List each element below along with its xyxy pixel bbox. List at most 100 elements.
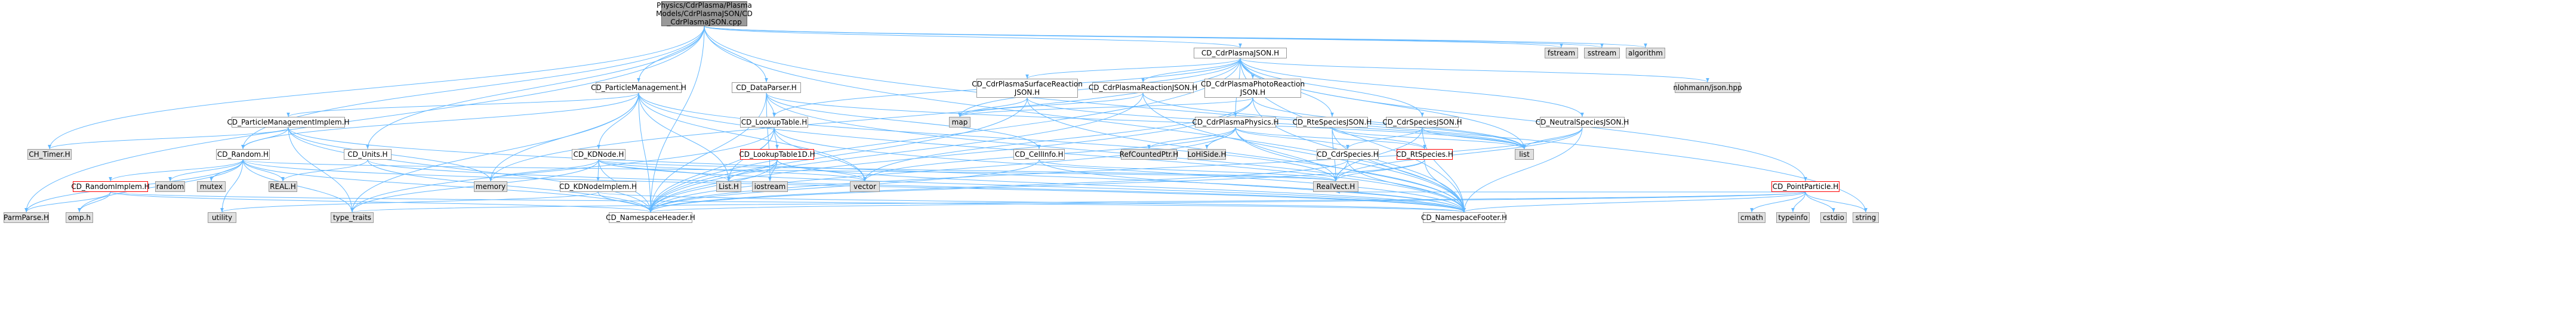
edge-dataparser_h-to-cellinfo_h [766,92,1041,150]
edge-dataparser_h-to-list [766,92,1526,150]
edge-kdnode_h-to-kdnodeimplem_h [596,159,600,182]
edge-photoreaction_h-to-map [958,97,1253,117]
node-particlemanagement-h[interactable]: CD_ParticleManagement.H [591,82,686,93]
node-memory[interactable]: memory [474,181,507,192]
node-type-traits[interactable]: type_traits [331,212,374,223]
node-real-h[interactable]: REAL.H [269,181,297,192]
edge-root-to-string [704,26,1868,213]
node-nlohmann-json[interactable]: nlohmann/json.hpp [1673,82,1742,93]
node-reactionjson-h[interactable]: CD_CdrPlasmaReactionJSON.H [1088,82,1198,93]
edge-units_h-to-real_h [281,159,368,182]
node-kdnodeimplem-h[interactable]: CD_KDNodeImplem.H [559,181,637,192]
node-list[interactable]: list [1515,149,1534,160]
node-vector[interactable]: vector [850,181,880,192]
node-lookuptable-h[interactable]: CD_LookupTable.H [740,117,808,128]
root-file-label-line-3: _CdrPlasmaJSON.cpp [667,18,742,26]
node-omp-h[interactable]: omp.h [66,212,93,223]
node-cdrplasmaphysics-h[interactable]: CD_CdrPlasmaPhysics.H [1192,117,1279,128]
root-file-node[interactable]: Physics/CdrPlasma/Plasma Models/CdrPlasm… [656,1,753,26]
node-particlemanagementimplem-h[interactable]: CD_ParticleManagementImplem.H [227,117,350,128]
edge-cdrspeciesjson_h-to-cdrspecies_h [1346,127,1423,150]
edge-kdnode_h-to-realvect_h [598,159,1338,182]
node-namespacefooter-h[interactable]: CD_NamespaceFooter.H [1421,212,1508,223]
node-utility[interactable]: utility [208,212,236,223]
node-cellinfo-h[interactable]: CD_CellInfo.H [1013,149,1065,160]
edge-root-to-parmparse_h [24,26,705,213]
node-list-h[interactable]: List.H [716,181,741,192]
node-map[interactable]: map [949,117,970,128]
node-lookuptable1d-h[interactable]: CD_LookupTable1D.H [739,149,815,160]
node-lohiside-h[interactable]: LoHiSide.H [1187,149,1227,160]
edge-cdrspeciesjson_h-to-list [1422,127,1526,150]
edge-particlemanagement_h-to-namespaceheader_h [638,92,652,213]
node-cdrspeciesjson-h[interactable]: CD_CdrSpeciesJSON.H [1382,117,1462,128]
edge-surfacereaction_h-to-map [958,97,1028,117]
edge-random_h-to-random [168,159,244,182]
node-random-h[interactable]: CD_Random.H [216,149,270,160]
node-cmath[interactable]: cmath [1738,212,1765,223]
node-kdnode-h[interactable]: CD_KDNode.H [572,149,625,160]
node-sstream[interactable]: sstream [1584,48,1620,58]
node-units-h[interactable]: CD_Units.H [344,149,392,160]
node-dataparser-h[interactable]: CD_DataParser.H [732,82,801,93]
photoreaction-label-line-1: CD_CdrPlasmaPhotoReaction [1200,80,1305,88]
edge-rtspecies_h-to-namespacefooter_h [1424,159,1466,213]
node-algorithm[interactable]: algorithm [1626,48,1665,58]
node-cdrplasmajson-h[interactable]: CD_CdrPlasmaJSON.H [1194,48,1287,58]
node-rtespeciesjson-h[interactable]: CD_RteSpeciesJSON.H [1292,117,1372,128]
node-rtspecies-h[interactable]: CD_RtSpecies.H [1396,149,1453,160]
node-random[interactable]: random [155,181,185,192]
node-cstdio[interactable]: cstdio [1820,212,1847,223]
node-string[interactable]: string [1853,212,1879,223]
root-file-label-line-2: Models/CdrPlasmaJSON/CD [656,10,753,18]
node-cdrspecies-h[interactable]: CD_CdrSpecies.H [1317,149,1379,160]
node-photoreaction-h[interactable]: CD_CdrPlasmaPhotoReaction JSON.H [1201,79,1305,98]
edge-kdnode_h-to-vector [598,159,867,182]
node-parmparse-h[interactable]: ParmParse.H [4,212,49,223]
edge-units_h-to-namespaceheader_h [367,159,652,213]
node-iostream[interactable]: iostream [752,181,788,192]
edge-particlemanagement_h-to-list_h [638,92,731,182]
edge-cdrplasmaphysics_h-to-refcounted [1147,127,1236,150]
surfacereaction-label-line-1: CD_CdrPlasmaSurfaceReaction [972,80,1083,88]
node-fstream[interactable]: fstream [1545,48,1578,58]
edge-root-to-cdrplasmajson_h [704,26,1242,48]
edge-root-to-algorithm [704,26,1647,48]
edge-pmimplem_h-to-random_h [241,127,289,150]
node-randomimplem-h[interactable]: CD_RandomImplem.H [71,181,150,192]
node-ch-timer-h[interactable]: CH_Timer.H [27,149,72,160]
node-namespaceheader-h[interactable]: CD_NamespaceHeader.H [606,212,695,223]
edge-root-to-units_h [366,26,705,150]
edge-random_h-to-randomimplem_h [109,159,244,182]
edge-dataparser_h-to-namespacefooter_h [766,92,1466,213]
edge-cellinfo_h-to-namespaceheader_h [649,159,1040,213]
edge-pmimplem_h-to-ch_timer [48,127,289,150]
edge-randomimplem_h-to-namespaceheader_h [110,191,652,213]
node-surfacereaction-h[interactable]: CD_CdrPlasmaSurfaceReaction JSON.H [972,79,1083,98]
edge-pmimplem_h-to-namespaceheader_h [288,127,652,213]
edge-neutralspecies_h-to-namespacefooter_h [1462,127,1583,213]
edge-pointparticle_h-to-namespacefooter_h [1462,191,1806,213]
node-refcountedptr-h[interactable]: RefCountedPtr.H [1119,149,1179,160]
edge-photoreaction_h-to-vector [863,97,1253,182]
edge-cdrplasmajson_h-to-memory [489,58,1241,182]
edge-pointparticle_h-to-typeinfo [1791,191,1806,213]
edge-reactionjson_h-to-map [958,92,1144,117]
node-typeinfo[interactable]: typeinfo [1776,212,1810,223]
node-realvect-h[interactable]: RealVect.H [1313,181,1358,192]
node-neutralspeciesjson-h[interactable]: CD_NeutralSpeciesJSON.H [1535,117,1629,128]
edge-pmimplem_h-to-namespacefooter_h [288,127,1466,213]
edge-pointparticle_h-to-cmath [1750,191,1806,213]
node-mutex[interactable]: mutex [197,181,226,192]
node-pointparticle-h[interactable]: CD_PointParticle.H [1771,181,1839,192]
edge-randomimplem_h-to-namespacefooter_h [110,191,1465,213]
edge-cdrplasmajson_h-to-surfacereaction_h [1025,58,1241,79]
edge-random_h-to-type_traits [242,159,354,213]
edge-kdnode_h-to-memory [489,159,599,182]
edge-particlemanagement_h-to-pmimplem_h [286,92,639,117]
edge-surfacereaction_h-to-namespaceheader_h [649,97,1028,213]
edge-cdrplasmajson_h-to-nlohmann [1240,58,1709,83]
edge-cdrplasmajson_h-to-reactionjson_h [1141,58,1241,83]
